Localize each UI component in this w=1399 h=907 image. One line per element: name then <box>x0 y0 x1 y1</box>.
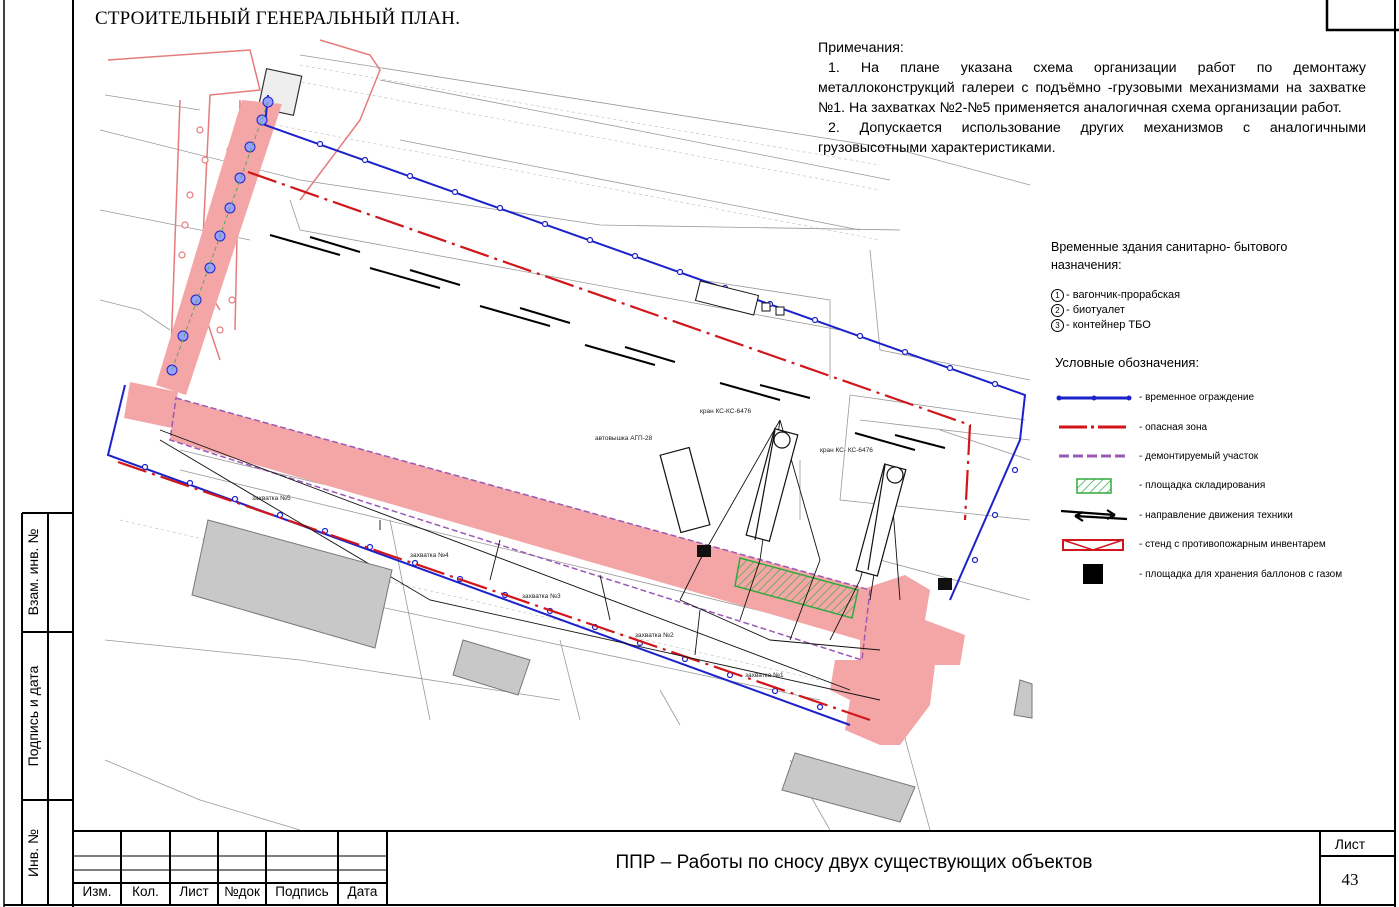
header-list: Лист <box>179 884 209 899</box>
side-stamp-boxes <box>21 512 73 905</box>
legend-item-danger: - опасная зона <box>1055 412 1385 441</box>
grab5-label: захватка №5 <box>252 495 291 502</box>
temp-building-item: 2- биотуалет <box>1051 303 1351 318</box>
legend-item-direction: - направление движения техники <box>1055 501 1385 530</box>
grab3-label: захватка №3 <box>522 593 561 600</box>
fire-stand-icon <box>1062 538 1124 551</box>
existing-building-large <box>191 519 393 649</box>
temp-building-item: 1- вагончик-прорабская <box>1051 288 1351 303</box>
legend-list: - временное ограждение - опасная зона - … <box>1055 383 1385 589</box>
crane-work-lines <box>159 419 901 701</box>
existing-building-right <box>1013 679 1033 719</box>
document-main-title: ППР – Работы по сносу двух существующих … <box>615 852 1093 873</box>
circle-number-icon: 2 <box>1051 304 1064 317</box>
storage-hatch-icon <box>1076 478 1112 494</box>
circle-number-icon: 1 <box>1051 289 1064 302</box>
background-dashed-lines <box>119 64 881 681</box>
side-label-replace-inv: Взам. инв. № <box>25 528 41 616</box>
header-date: Дата <box>347 884 378 899</box>
header-signature: Подпись <box>275 884 329 899</box>
legend-item-gas: - площадка для хранения баллонов с газом <box>1055 559 1385 588</box>
legend-item-dismantle: - демонтируемый участок <box>1055 442 1385 471</box>
legend-label: - временное ограждение <box>1139 392 1255 404</box>
dismantle-gallery-area <box>124 100 965 745</box>
header-ndok: №док <box>224 884 260 899</box>
grab4-label: захватка №4 <box>410 552 449 559</box>
notes-block: Примечания: 1. На плане указана схема ор… <box>818 38 1366 158</box>
fence-line-icon <box>1056 395 1132 401</box>
temp-buildings-heading: Временные здания санитарно- бытового наз… <box>1051 240 1288 272</box>
legend-label: - опасная зона <box>1139 421 1208 433</box>
temp-building-item: 3- контейнер ТБО <box>1051 318 1351 333</box>
note-item-2: 2. Допускается использование других меха… <box>818 120 1366 156</box>
title-block-thin-lines <box>73 855 387 871</box>
temporary-fence-line <box>106 94 1027 726</box>
legend-label: - направление движения техники <box>1139 509 1293 521</box>
crane2-label: кран КС- КС-6476 <box>820 447 873 454</box>
existing-building-bottom <box>781 752 916 823</box>
sheet-number: 43 <box>1341 870 1359 889</box>
legend-item-fire-stand: - стенд с противопожарным инвентарем <box>1055 530 1385 559</box>
temp-building-label: - контейнер ТБО <box>1066 319 1151 331</box>
drawing-title: СТРОИТЕЛЬНЫЙ ГЕНЕРАЛЬНЫЙ ПЛАН. <box>95 8 461 29</box>
gallery-axis-line <box>171 101 269 371</box>
temp-building-1 <box>694 280 760 316</box>
temp-buildings-block: Временные здания санитарно- бытового наз… <box>1051 238 1351 333</box>
dismantle-outline <box>169 397 871 661</box>
lift-label: автовышка АГП-28 <box>595 435 652 442</box>
crane-mechanisms <box>659 428 907 577</box>
gas-storage-marker <box>697 545 711 557</box>
frame-corner-mark <box>1325 0 1399 32</box>
gas-square-icon <box>1083 564 1103 585</box>
title-block-frame <box>73 830 1395 905</box>
sheet-label: Лист <box>1334 836 1366 852</box>
legend-heading: Условные обозначения: <box>1055 355 1200 370</box>
header-kol: Кол. <box>132 884 159 899</box>
crane1-label: кран КС-КС-6476 <box>700 408 751 415</box>
grab1-label: захватка №1 <box>745 672 784 679</box>
header-izm: Изм. <box>82 884 112 899</box>
circle-number-icon: 3 <box>1051 319 1064 332</box>
legend-label: - площадка для хранения баллонов с газом <box>1139 568 1343 580</box>
legend-item-fence: - временное ограждение <box>1055 383 1385 412</box>
note-item-1: 1. На плане указана схема организации ра… <box>818 60 1366 116</box>
grab2-label: захватка №2 <box>635 632 674 639</box>
danger-zone-line <box>117 170 972 722</box>
temp-building-label: - вагончик-прорабская <box>1066 289 1181 301</box>
side-label-signature-date: Подпись и дата <box>25 665 41 767</box>
plan-small-labels: кран КС-КС-6476 кран КС- КС-6476 автовыш… <box>252 408 873 679</box>
gas-storage-marker-2 <box>938 578 952 590</box>
danger-zone-line-icon <box>1059 425 1129 429</box>
temp-building-2 <box>761 302 771 312</box>
legend-label: - стенд с противопожарным инвентарем <box>1139 539 1326 551</box>
legend-label: - площадка складирования <box>1139 480 1266 492</box>
existing-building-small <box>452 639 531 696</box>
traffic-direction-arrows <box>269 234 946 451</box>
side-label-inv: Инв. № <box>25 828 41 878</box>
direction-arrows-icon <box>1060 509 1128 523</box>
temp-building-3 <box>775 306 785 316</box>
temp-building-label: - биотуалет <box>1066 304 1125 316</box>
legend-label: - демонтируемый участок <box>1139 450 1259 462</box>
dismantle-line-icon <box>1059 454 1129 458</box>
legend-item-storage: - площадка складирования <box>1055 471 1385 500</box>
notes-heading: Примечания: <box>818 40 904 56</box>
storage-area <box>734 557 859 619</box>
